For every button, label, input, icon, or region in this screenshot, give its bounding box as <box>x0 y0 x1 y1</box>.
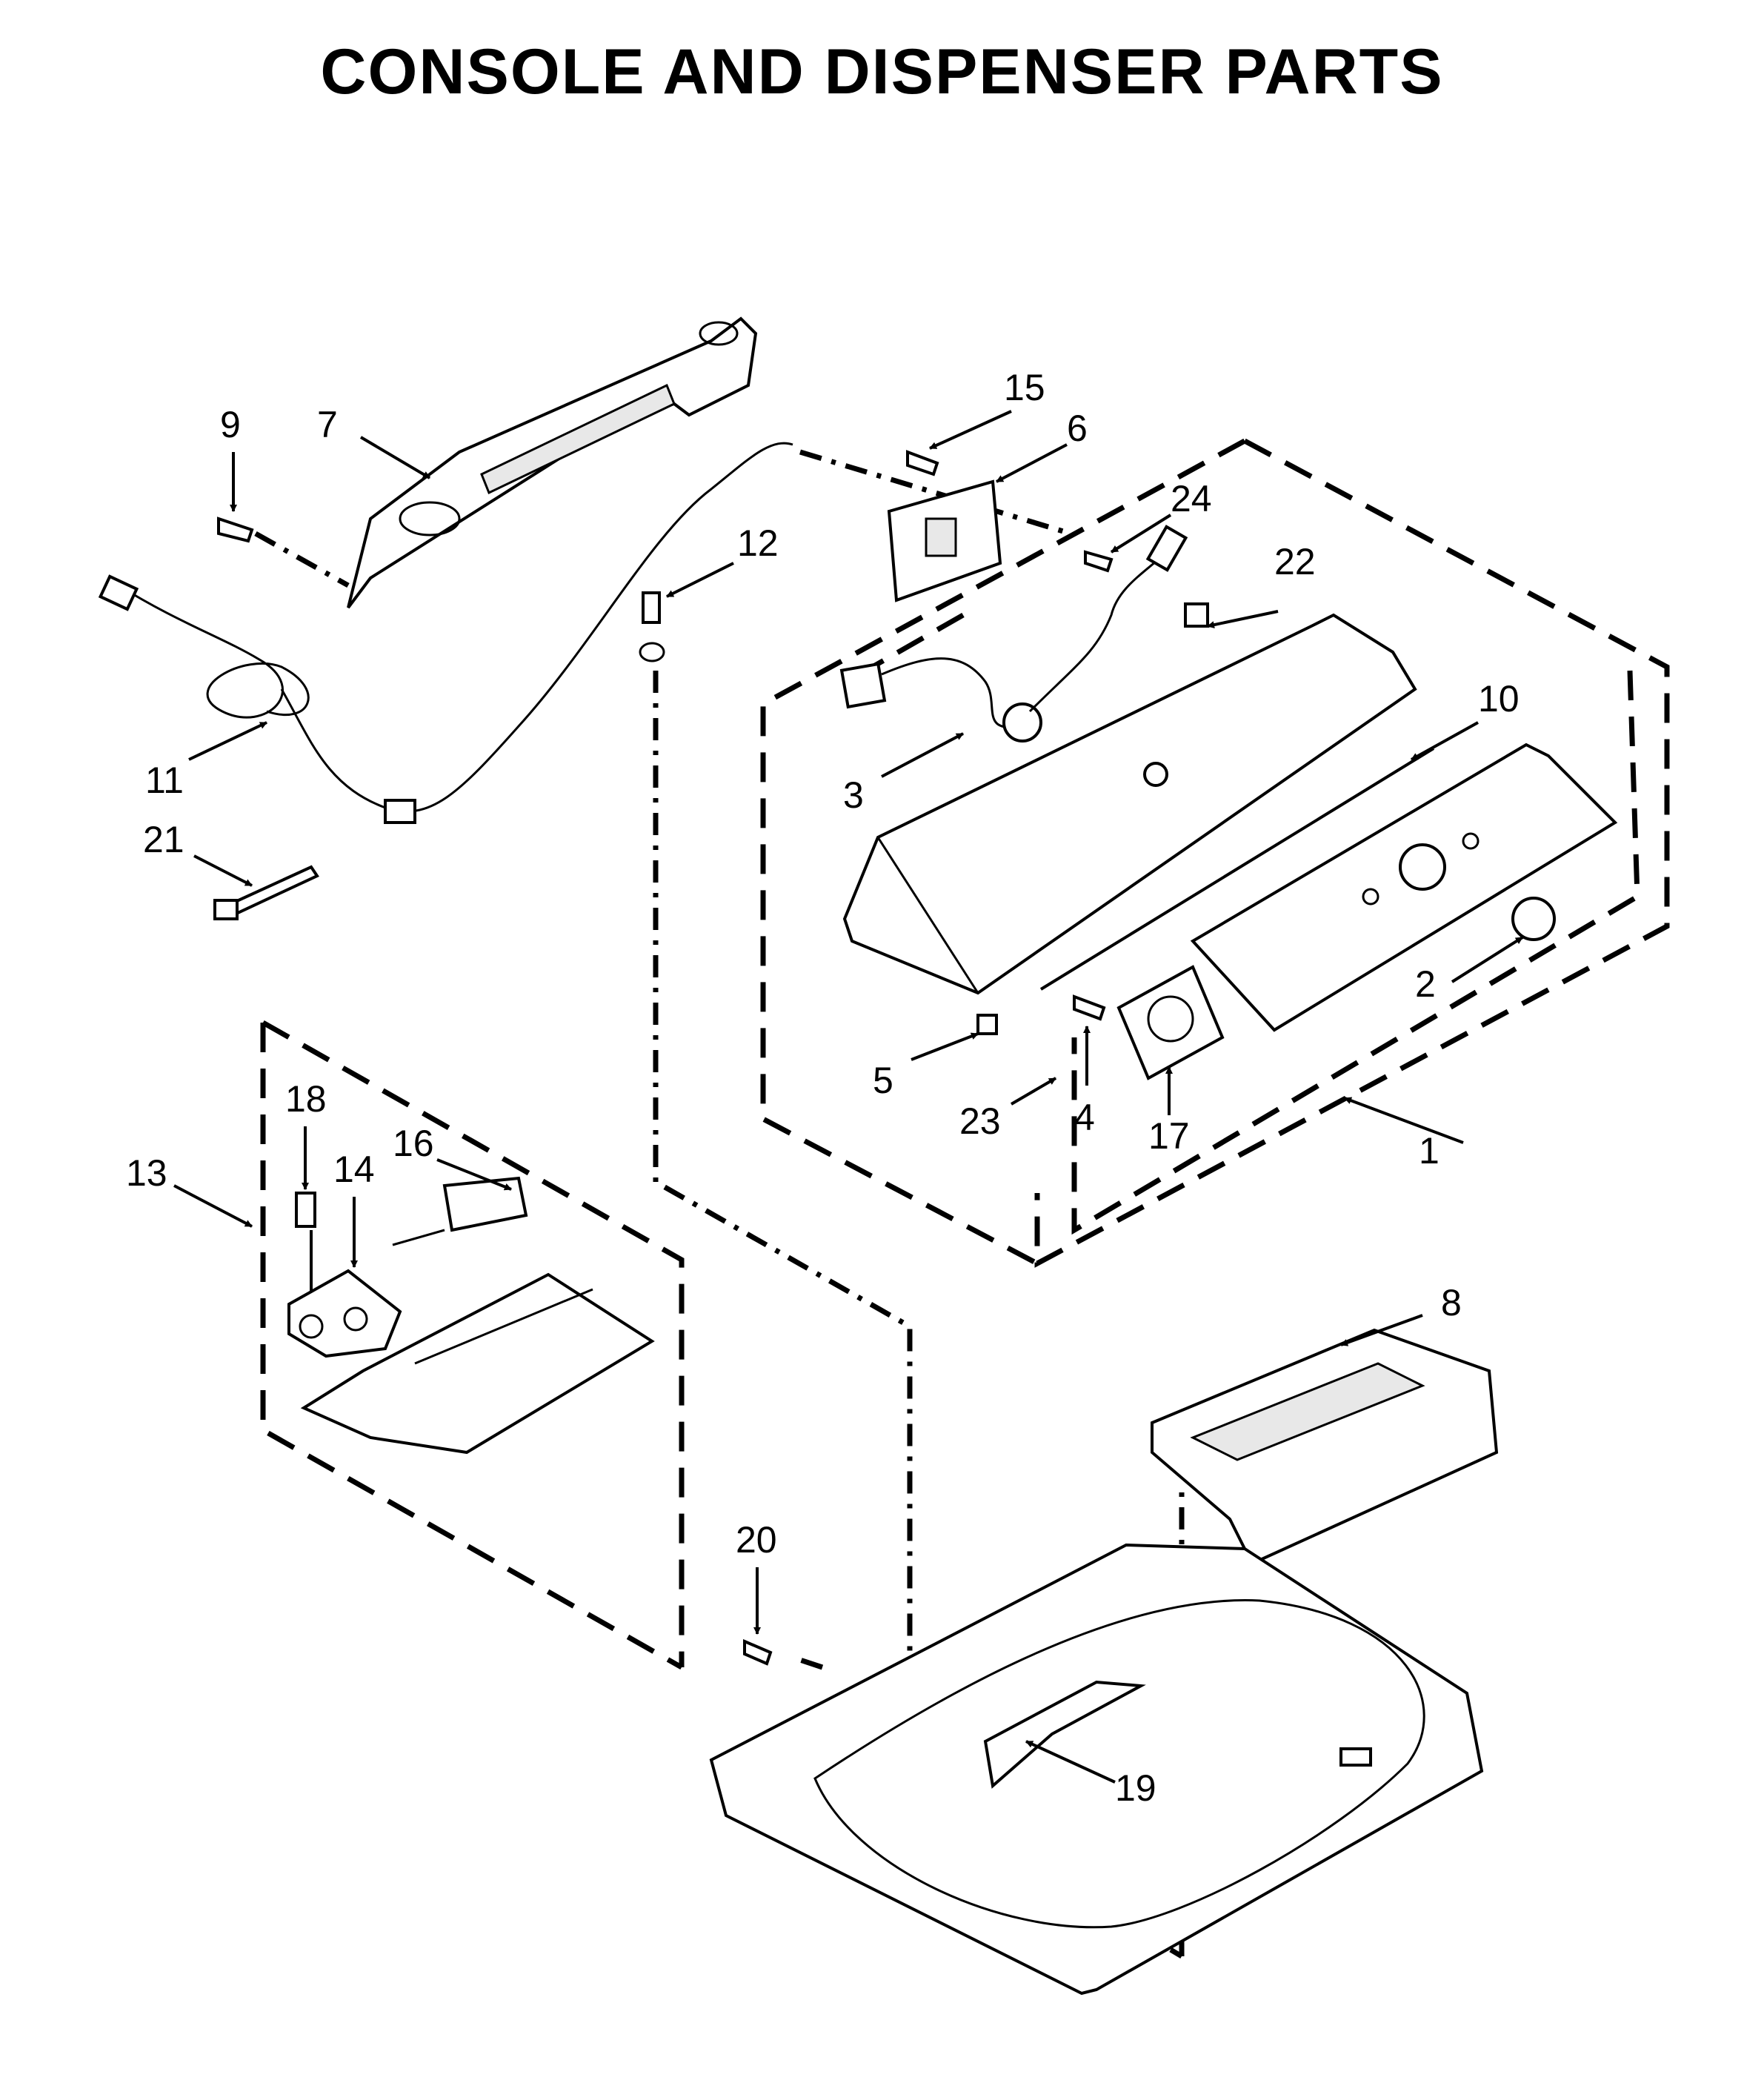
screw-part-9 <box>217 516 254 543</box>
callout-24: 24 <box>1171 478 1212 519</box>
callout-18: 18 <box>285 1078 327 1120</box>
callout-15: 15 <box>1004 367 1045 408</box>
screw-part-12 <box>639 591 665 662</box>
callout-12: 12 <box>737 522 779 564</box>
callout-3: 3 <box>843 774 864 816</box>
callout-7: 7 <box>317 404 338 445</box>
callout-8: 8 <box>1441 1282 1462 1323</box>
screw-part-15 <box>906 450 939 476</box>
callouts: 1 2 3 4 5 6 7 8 9 10 11 12 13 14 15 16 1… <box>126 367 1520 1809</box>
callout-21: 21 <box>143 819 184 860</box>
console-back-panel-part-7 <box>347 316 758 609</box>
control-board-bracket-part-6 <box>887 479 1002 602</box>
callout-9: 9 <box>220 404 241 445</box>
module-part-17 <box>1116 965 1225 1080</box>
callout-13: 13 <box>126 1152 167 1194</box>
harness-part-16 <box>392 1176 528 1246</box>
callout-17: 17 <box>1148 1115 1190 1157</box>
callout-5: 5 <box>873 1060 893 1101</box>
callout-23: 23 <box>959 1100 1001 1142</box>
knob-part-2 <box>1511 897 1556 941</box>
clip-part-22 <box>1184 602 1209 628</box>
callout-19: 19 <box>1115 1767 1156 1809</box>
wire-harness-part-24 <box>1028 525 1188 713</box>
clip-part-5 <box>976 1014 998 1035</box>
callout-2: 2 <box>1415 963 1436 1005</box>
rod-part-10 <box>1039 747 1435 991</box>
bracket-part-19 <box>983 1680 1146 1789</box>
power-cord-part-11 <box>98 442 793 824</box>
dispenser-drawer-part-8 <box>1151 1328 1499 1566</box>
console-front-panel <box>1190 742 1618 1032</box>
cable-tie-part-21 <box>213 865 319 920</box>
callout-11: 11 <box>145 760 184 801</box>
screw-part-20 <box>743 1638 773 1666</box>
leader-lines <box>173 410 1524 1784</box>
callout-22: 22 <box>1274 541 1316 582</box>
screw-part-4 <box>1073 994 1106 1021</box>
callout-6: 6 <box>1067 408 1088 449</box>
callout-16: 16 <box>393 1123 434 1164</box>
console-housing <box>842 613 1417 995</box>
wire-harness-part-3 <box>839 657 1042 742</box>
callout-20: 20 <box>736 1519 777 1561</box>
callout-10: 10 <box>1478 678 1520 720</box>
valve-bracket-tray <box>300 1272 655 1455</box>
valve-assembly-outline <box>260 1020 685 1670</box>
washer-top-panel <box>709 1543 1484 1996</box>
callout-1: 1 <box>1419 1130 1440 1172</box>
callout-4: 4 <box>1074 1097 1095 1138</box>
page-title: CONSOLE AND DISPENSER PARTS <box>320 36 1444 107</box>
callout-14: 14 <box>333 1149 375 1190</box>
water-valve-part-14 <box>287 1269 402 1358</box>
